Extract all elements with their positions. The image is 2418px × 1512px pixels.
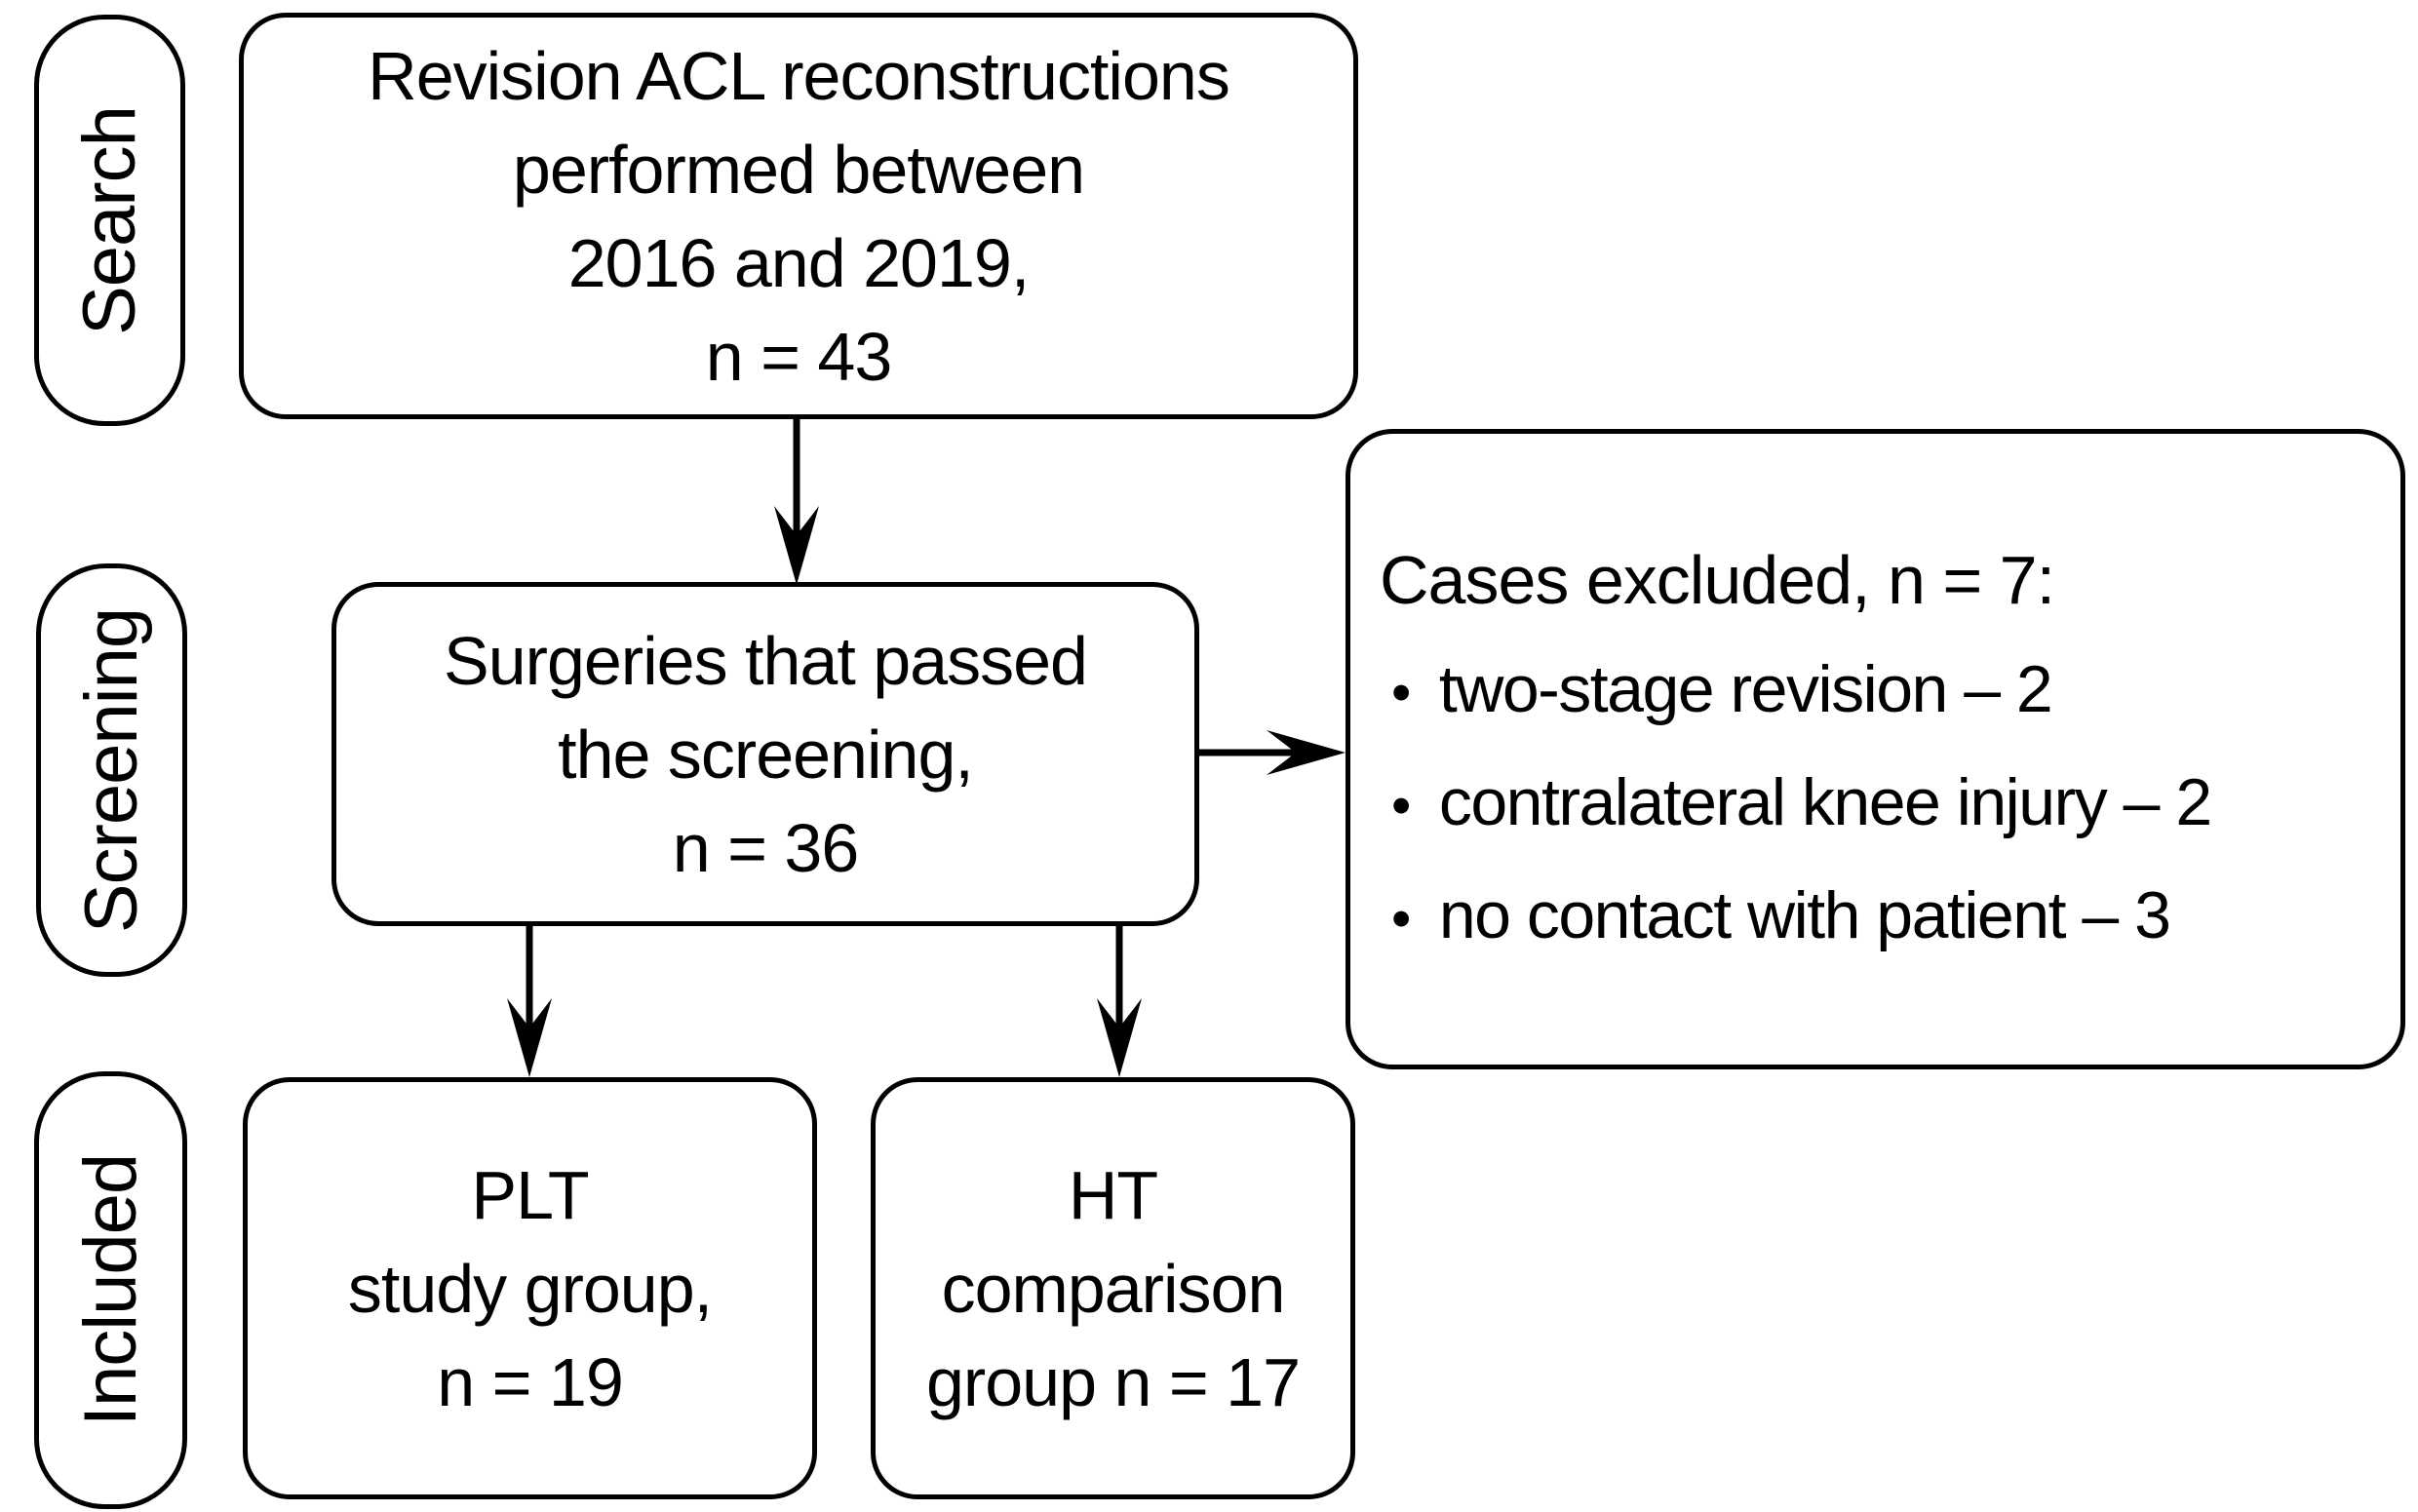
stage-label-included-text: Included — [69, 1153, 152, 1427]
box-screened-line-1: Surgeries that passed — [444, 622, 1088, 699]
box-ht-line-1: HT — [1068, 1156, 1158, 1233]
box-cases-excluded: Cases excluded, n = 7: • two-stage revis… — [1346, 429, 2405, 1069]
box-plt-line-2: study group, — [347, 1250, 713, 1327]
arrow-screening-to-excluded — [1199, 730, 1346, 775]
box-ht-comparison-group: HT comparison group n = 17 — [871, 1077, 1355, 1499]
box-plt-line-1: PLT — [471, 1156, 589, 1233]
cases-excluded-content: Cases excluded, n = 7: • two-stage revis… — [1350, 525, 2400, 974]
box-search-population-line-2: performed between — [512, 131, 1085, 208]
box-search-population-line-1: Revision ACL reconstructions — [368, 37, 1230, 114]
bullet-icon: • — [1391, 660, 1411, 724]
excluded-item-2-text: contralateral knee injury – 2 — [1438, 764, 2212, 839]
stage-label-search: Search — [34, 15, 185, 426]
box-screened-line-3: n = 36 — [672, 809, 860, 886]
stage-label-search-text: Search — [68, 105, 151, 335]
stage-label-included: Included — [34, 1071, 187, 1509]
bullet-icon: • — [1391, 773, 1411, 837]
box-plt-study-group: PLT study group, n = 19 — [243, 1077, 817, 1499]
arrow-screening-to-ht — [1097, 926, 1142, 1077]
bullet-icon: • — [1391, 886, 1411, 950]
box-ht-line-3: group n = 17 — [925, 1343, 1301, 1420]
box-search-population-line-4: n = 43 — [705, 318, 893, 395]
stage-label-screening: Screening — [36, 563, 187, 977]
box-screened-line-2: the screening, — [558, 716, 974, 793]
box-plt-line-3: n = 19 — [437, 1343, 624, 1420]
excluded-item-1: • two-stage revision – 2 — [1380, 635, 2389, 748]
box-search-population-line-3: 2016 and 2019, — [567, 224, 1031, 301]
box-search-population: Revision ACL reconstructions performed b… — [239, 13, 1358, 419]
cases-excluded-title: Cases excluded, n = 7: — [1380, 541, 2055, 618]
box-ht-line-2: comparison — [941, 1250, 1286, 1327]
box-screened-surgeries: Surgeries that passed the screening, n =… — [332, 582, 1199, 926]
excluded-item-1-text: two-stage revision – 2 — [1438, 651, 2053, 726]
stage-label-screening-text: Screening — [70, 607, 154, 933]
arrow-screening-to-plt — [507, 926, 552, 1077]
excluded-item-3: • no contact with patient – 3 — [1380, 861, 2389, 974]
excluded-item-3-text: no contact with patient – 3 — [1438, 877, 2171, 952]
arrow-search-to-screening — [774, 419, 819, 585]
excluded-item-2: • contralateral knee injury – 2 — [1380, 748, 2389, 861]
